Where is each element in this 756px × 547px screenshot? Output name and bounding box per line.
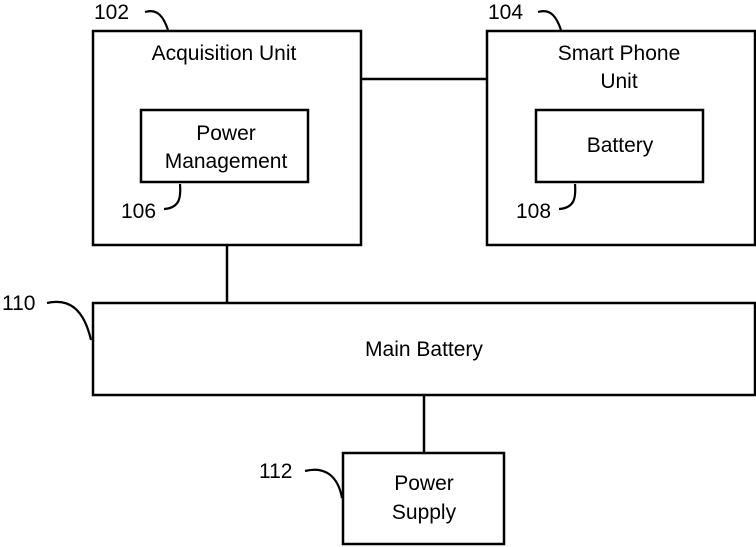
leader-104 <box>538 11 561 30</box>
acquisition-unit-label: Acquisition Unit <box>152 42 297 65</box>
ref-108: 108 <box>516 200 551 223</box>
leader-110 <box>47 302 91 340</box>
power-supply-block: Power Supply <box>343 453 504 544</box>
power-management-label-line1: Power <box>196 122 256 145</box>
leader-112 <box>305 470 342 498</box>
power-management-block: Power Management <box>141 110 308 182</box>
ref-106: 106 <box>121 200 156 223</box>
smart-phone-unit-label-line1: Smart Phone <box>558 42 681 65</box>
ref-102: 102 <box>94 1 129 24</box>
smart-phone-unit-label-line2: Unit <box>600 70 638 93</box>
ref-112: 112 <box>259 460 292 483</box>
ref-110: 110 <box>2 292 35 315</box>
battery-label: Battery <box>587 134 654 157</box>
battery-block: Battery <box>536 110 703 182</box>
power-supply-label-line1: Power <box>394 472 454 495</box>
main-battery-label: Main Battery <box>365 338 483 361</box>
power-management-label-line2: Management <box>165 150 288 173</box>
power-supply-label-line2: Supply <box>392 501 457 524</box>
ref-104: 104 <box>488 1 523 24</box>
leader-102 <box>145 11 168 30</box>
main-battery-block: Main Battery <box>93 303 755 395</box>
